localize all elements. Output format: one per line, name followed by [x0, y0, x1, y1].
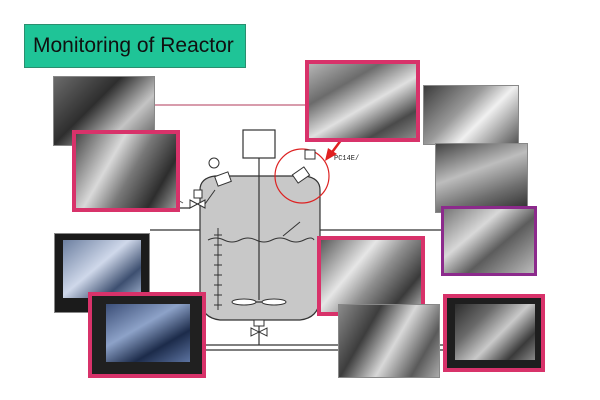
sensor-unit — [291, 166, 311, 184]
photo-right-1 — [423, 85, 519, 145]
monitor-screen — [106, 304, 190, 362]
liquid-level — [207, 237, 315, 243]
sensor-probe — [282, 221, 301, 237]
monitor-screen — [455, 304, 535, 360]
tag-label: PC14E/ — [334, 155, 359, 163]
bottom-valve-icon — [250, 327, 268, 337]
side-valve-icon — [189, 199, 206, 209]
photo-right-3 — [441, 206, 537, 276]
photo-right-2 — [435, 143, 528, 213]
photo-sensor-top-center — [305, 60, 420, 142]
photo-sensor-center — [317, 236, 425, 316]
photo-valve-closeup-left — [72, 130, 180, 212]
nozzle — [214, 171, 232, 187]
gauge-icon — [208, 157, 220, 169]
photo-monitor-left-2 — [88, 292, 206, 378]
photo-monitor-left-1 — [54, 233, 150, 313]
photo-monitor-right — [443, 294, 545, 372]
sensor-highlight-circle — [274, 148, 330, 204]
impeller-blade — [231, 298, 257, 306]
photo-valve-bottom — [338, 304, 440, 378]
monitor-screen — [63, 240, 141, 298]
page-title: Monitoring of Reactor — [24, 24, 246, 68]
impeller-blade — [261, 298, 287, 306]
agitator-motor — [242, 129, 276, 159]
